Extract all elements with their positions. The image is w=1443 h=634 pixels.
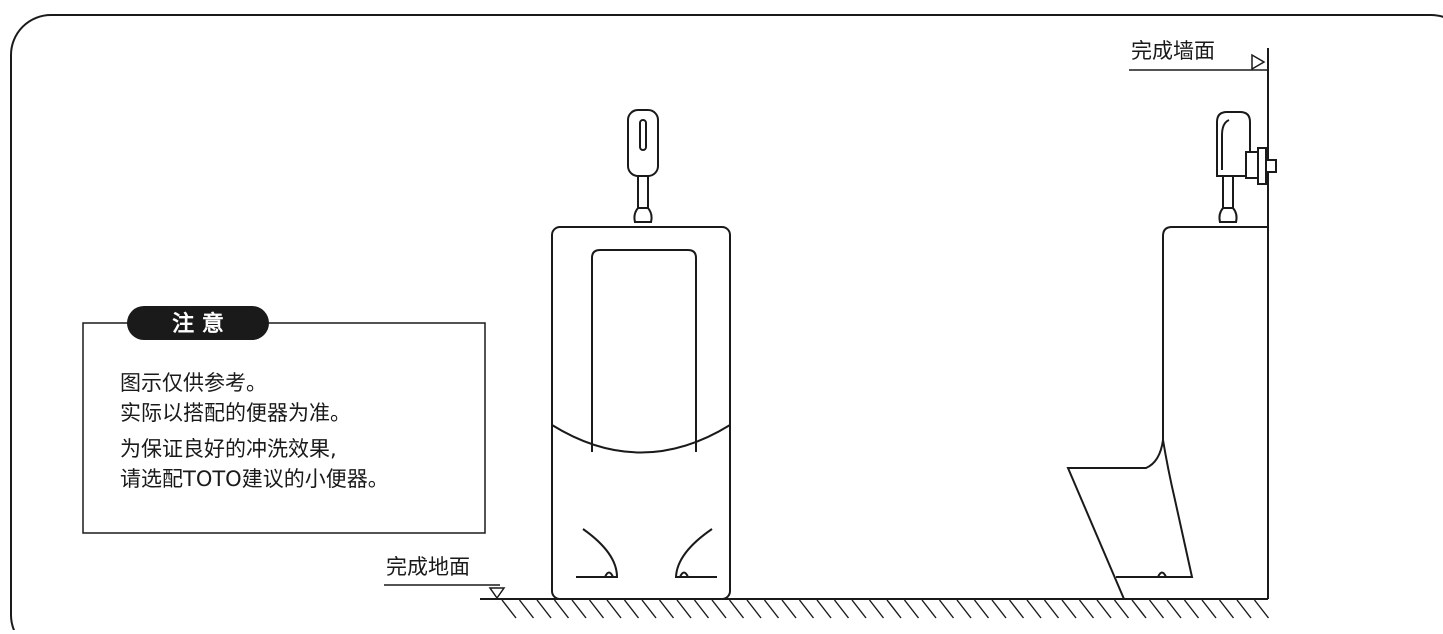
hatch-line [518,599,535,619]
hatch-line [623,599,640,619]
hatch-line [1113,599,1130,619]
hatch-line [1166,599,1182,619]
hatch-line [1096,599,1112,619]
hatch-line [886,599,902,619]
hatch-line [921,599,937,619]
hatch-line [1253,599,1270,619]
pipe-nut-side [1218,207,1238,223]
hatch-line [938,599,955,619]
hatch-line [1026,599,1042,619]
hatch-line [1148,599,1165,619]
hatch-line [991,599,1007,619]
notice-line-4: 请选配TOTO建议的小便器。 [120,467,389,491]
finished-wall-callout: 完成墙面 [1129,39,1268,71]
drain-curve-right [674,528,717,578]
hatch-line [658,599,675,619]
hatch-line [536,599,552,619]
drain-hole-side [1157,571,1167,578]
sensor-window-front [639,119,647,151]
hatch-line [711,599,727,619]
hatch-line [641,599,657,619]
hatch-line [1043,599,1060,619]
hatch-line [1061,599,1077,619]
valve-wall-plate [1257,147,1267,185]
pipe-nut-front [633,207,653,223]
hatch-line [781,599,797,619]
urinal-front-inner [591,249,697,452]
hatch-line [746,599,762,619]
wall-level-marker-icon [1251,53,1266,71]
hatch-line [956,599,972,619]
drain-hole-right [679,571,689,578]
hatch-line [816,599,832,619]
notice-line-1: 图示仅供参考。 [120,371,267,395]
urinal-front-body [551,226,731,600]
urinal-side-body [1066,226,1268,600]
notice-title: 注 意 [172,311,224,337]
notice-box: 注 意 图示仅供参考。 实际以搭配的便器为准。 为保证良好的冲洗效果, 请选配T… [82,306,486,534]
floor-level-marker-icon [488,587,506,600]
hatch-line [973,599,990,619]
hatch-line [606,599,622,619]
flush-sensor-front-icon [627,109,659,177]
hatch-line [676,599,692,619]
diagram-frame [10,14,1443,634]
notice-box-border [82,322,486,534]
hatch-line [1236,599,1252,619]
finished-floor-callout: 完成地面 [384,555,506,600]
hatch-line [693,599,710,619]
sensor-face-side [1221,119,1230,170]
urinal-side-bowl [1116,439,1194,578]
hatch-line [1131,599,1147,619]
hatch-line [763,599,780,619]
hatch-line [1201,599,1217,619]
finished-wall-label: 完成墙面 [1131,39,1215,63]
hatch-line [588,599,605,619]
floor-hatching [501,599,1270,619]
hatch-line [571,599,587,619]
hatch-line [1078,599,1095,619]
notice-line-3: 为保证良好的冲洗效果, [120,437,337,461]
hatch-line [501,599,517,619]
hatch-line [833,599,850,619]
urinal-side-view [1066,111,1277,600]
hatch-line [553,599,570,619]
drain-curve-left [576,528,619,578]
urinal-front-view [551,109,731,600]
hatch-line [798,599,815,619]
drain-hole-left [604,571,614,578]
finished-floor-label: 完成地面 [386,555,470,579]
valve-inlet-cap [1265,159,1277,173]
valve-bracket-icon [1245,151,1259,179]
hatch-line [728,599,745,619]
hatch-line [1218,599,1235,619]
floor [480,598,1270,619]
urinal-front-rim [551,424,731,454]
hatch-line [851,599,867,619]
notice-badge [127,306,269,340]
hatch-line [1183,599,1200,619]
hatch-line [1008,599,1025,619]
hatch-line [868,599,885,619]
flush-sensor-side-icon [1216,111,1251,177]
hatch-line [903,599,920,619]
notice-line-2: 实际以搭配的便器为准。 [120,401,351,425]
